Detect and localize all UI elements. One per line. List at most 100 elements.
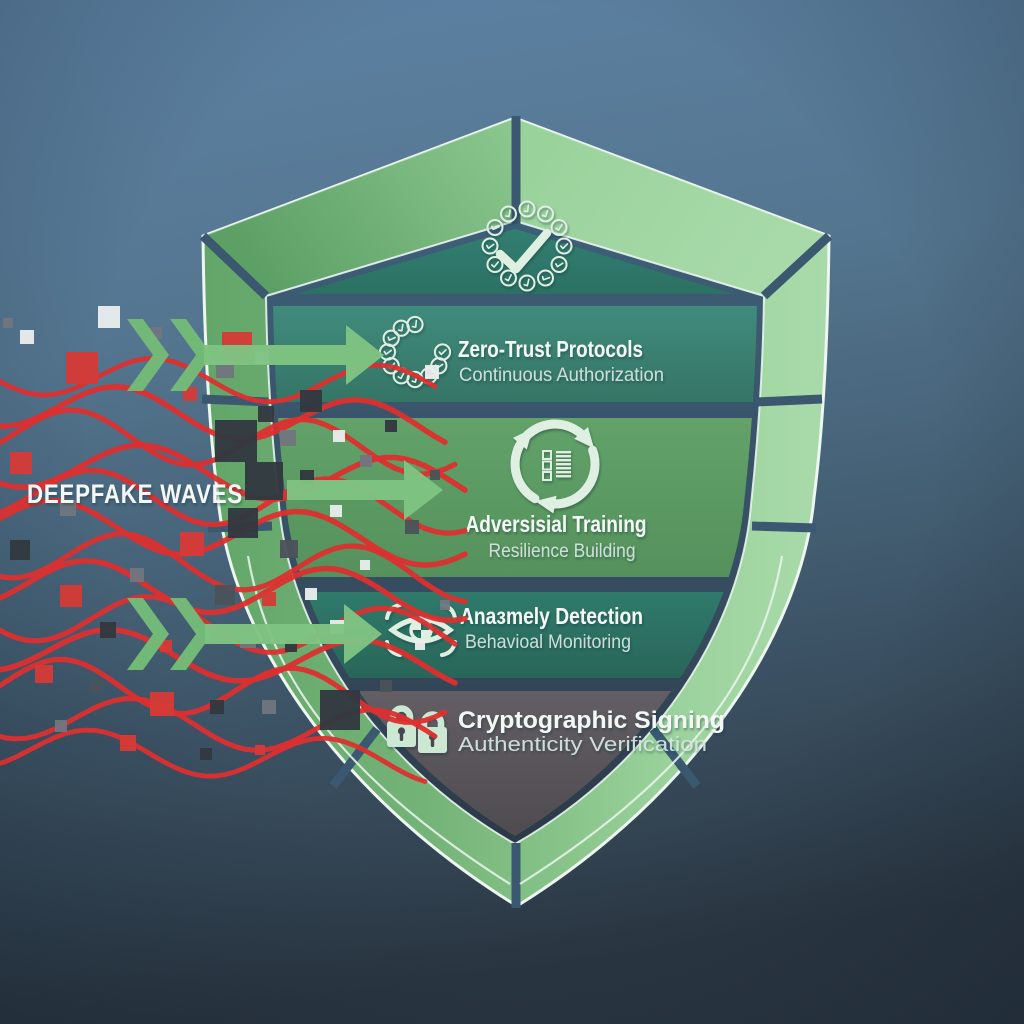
check-glyph [504,274,512,282]
crypto-subtitle: Authenticity Verification [458,734,707,756]
attack-arrow-icon [287,460,443,520]
glitch-square [20,330,34,344]
check-glyph [555,262,564,268]
glitch-square [200,748,212,760]
glitch-square [245,462,283,500]
rim-gap-lines [199,116,833,908]
check-glyph [559,243,569,250]
glitch-square [385,420,397,432]
check-glyph [491,261,500,268]
check-glyph [387,336,397,341]
check-circle-icon [481,237,499,255]
glitch-square [258,406,274,422]
attack-chevron-icon [170,598,212,670]
glitch-square [320,690,360,730]
check-glyph [541,275,551,281]
glitch-square [215,420,257,462]
glitch-square [215,585,235,605]
check-glyph [383,349,393,356]
glitch-square [255,745,265,755]
checklist-glyph [542,450,571,481]
check-circle-icon [486,256,504,273]
cycle-arrows-checklist-icon [510,419,600,514]
zero-trust-subtitle: Continuous Authorization [459,364,664,386]
glitch-square [360,560,370,570]
glitch-square [262,700,276,714]
wave-line [0,627,458,686]
adversarial-subtitle: Resilience Building [489,540,636,562]
glitch-square [430,470,440,480]
glitch-square [180,532,204,556]
glitch-square [415,640,425,650]
glitch-square [262,592,276,606]
check-glyph [523,278,530,287]
check-glyph [438,349,447,356]
wave-line [0,557,468,623]
glitch-square [360,455,372,467]
band-labels: Zero-Trust Protocols Continuous Authoriz… [458,336,725,756]
glitch-square [280,540,298,558]
glitch-square [60,500,76,516]
glitch-square [35,665,53,683]
check-circle-icon [550,219,568,236]
glitch-square [98,306,120,328]
attack-arrow-icon [204,325,384,385]
glitch-square [60,585,82,607]
check-glyph [397,371,405,380]
anomaly-title: Anaɜmely Detection [460,603,643,629]
glitch-square [10,540,30,560]
attack-chevron-icon [127,598,169,670]
check-glyph [486,243,495,250]
glitch-square [330,505,342,517]
glitch-square [228,508,258,538]
glitch-square [333,430,345,442]
check-glyph [397,323,404,332]
check-glyph [541,209,549,218]
check-circle-icon [537,269,554,287]
check-circle-icon [555,237,573,255]
adversarial-title: Adversisial Training [466,511,647,537]
glitch-square [55,720,67,732]
check-circle-icon [500,269,517,287]
attack-chevron-icon [170,319,212,391]
glitch-square [210,700,224,714]
glitch-square [3,318,13,328]
anomaly-subtitle: Behavioal Monitoring [465,631,631,653]
glitch-square [160,640,172,652]
glitch-square [120,735,136,751]
check-circle-icon [500,205,517,223]
wave-line [0,467,468,536]
check-glyph [491,225,500,231]
glitch-square [100,622,116,638]
check-circle-icon [486,219,504,236]
check-circle-icon [382,329,400,347]
wave-line [0,383,448,445]
attack-arrows [127,319,443,670]
crypto-title: Cryptographic Signing [458,707,725,734]
attack-arrow-icon [205,604,382,664]
wave-line [0,727,428,784]
glitch-square [425,365,439,379]
glitch-square [183,387,197,401]
threat-label: DEEPFAKE WAVES [27,479,243,509]
check-circle-icon [550,256,568,273]
glitch-square [380,680,392,692]
glitch-square [90,680,102,692]
zero-trust-title: Zero-Trust Protocols [458,336,643,362]
glitch-square [405,520,419,534]
glitch-square [280,430,296,446]
glitch-square [300,390,322,412]
check-glyph [555,223,563,231]
glitch-square [150,692,174,716]
check-circle-icon [518,274,536,292]
check-glyph [505,209,511,218]
check-circle-icon [537,205,554,223]
check-glyph [523,204,530,213]
checkmark-badge-ring-icon [481,200,573,292]
check-circle-icon [518,200,536,218]
glitch-square [440,600,450,610]
check-circle-icon [392,319,410,337]
attack-chevron-icon [127,319,169,391]
